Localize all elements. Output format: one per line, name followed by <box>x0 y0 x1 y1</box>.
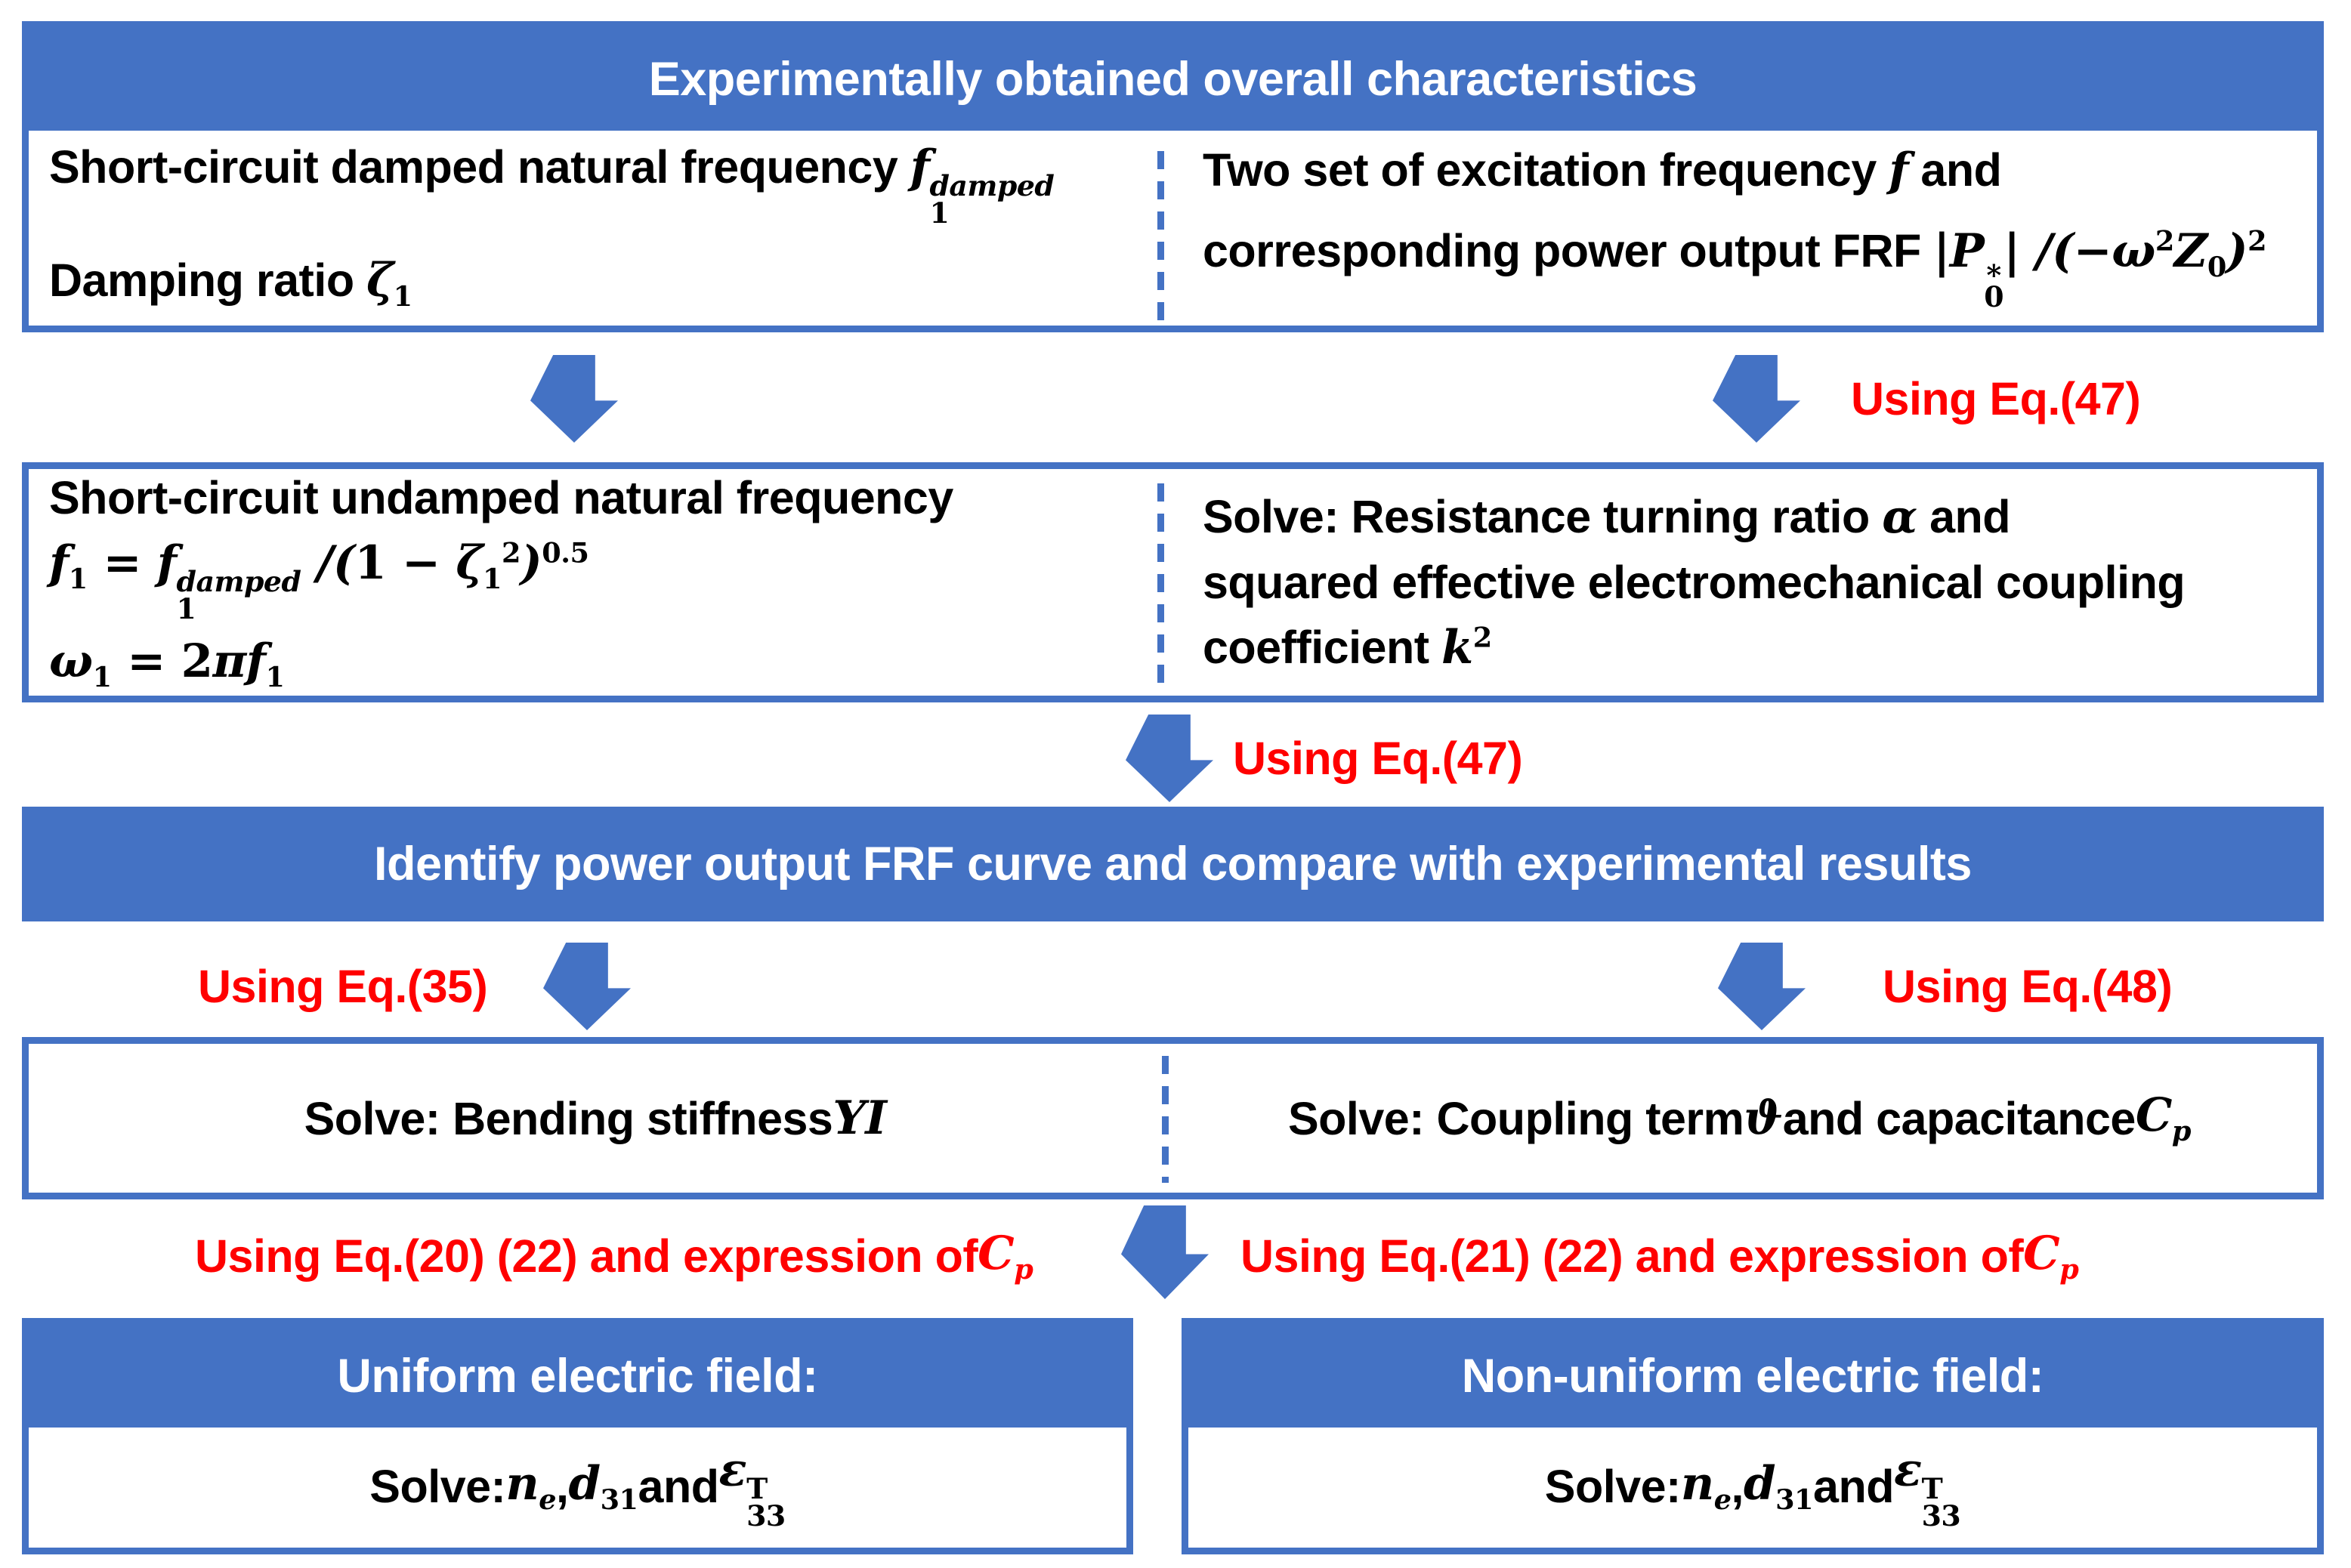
box-experimental-body: Short-circuit damped natural frequency f… <box>29 130 2317 324</box>
dashed-divider-box2 <box>1157 483 1164 686</box>
label-using-eq48: Using Eq.(48) <box>1883 961 2173 1012</box>
down-arrow-right-2-icon <box>1718 943 1806 1030</box>
dashed-divider-box3 <box>1162 1056 1169 1183</box>
label-using-eq47-mid: Using Eq.(47) <box>1233 733 1523 784</box>
box-experimental-header: Experimentally obtained overall characte… <box>28 27 2318 131</box>
box-undamped-body: Short-circuit undamped natural frequency… <box>29 469 2317 696</box>
undamped-frequency-text: Short-circuit undamped natural frequency <box>49 471 953 523</box>
down-arrow-right-1-icon <box>1713 355 1800 443</box>
solve-coupling-capacitance-text: Solve: Coupling term ϑ and capacitance C… <box>1287 1088 2192 1148</box>
label-using-eq35: Using Eq.(35) <box>198 961 488 1012</box>
damping-ratio-text: Damping ratio ζ1 <box>49 254 412 313</box>
box-nonuniform-header: Non-uniform electric field: <box>1188 1324 2318 1428</box>
box-solve-stiffness-coupling: Solve: Bending stiffness YI Solve: Coupl… <box>22 1037 2324 1199</box>
dashed-divider-box1 <box>1157 151 1164 325</box>
squared-coupling-text: squared effective electromechanical coup… <box>1203 557 2186 608</box>
down-arrow-center-1-icon <box>1126 715 1213 802</box>
box-uniform-field: Uniform electric field: Solve: ne, d31 a… <box>22 1318 1133 1554</box>
box-undamped-left-column: Short-circuit undamped natural frequency… <box>29 469 1157 696</box>
omega-formula: ω1 = 2πf1 <box>49 634 285 694</box>
down-arrow-left-2-icon <box>543 943 631 1030</box>
excitation-frequency-text: Two set of excitation frequency f and <box>1203 144 2002 198</box>
bar-identify-frf-title: Identify power output FRF curve and comp… <box>374 838 1972 890</box>
box-uniform-header: Uniform electric field: <box>28 1324 1127 1428</box>
label-using-eq47-top: Using Eq.(47) <box>1851 373 2141 424</box>
box-uniform-header-title: Uniform electric field: <box>337 1349 818 1403</box>
box-undamped-frequency: Short-circuit undamped natural frequency… <box>22 462 2324 702</box>
box-experimental-header-title: Experimentally obtained overall characte… <box>648 52 1698 106</box>
box-solve-body: Solve: Bending stiffness YI Solve: Coupl… <box>29 1044 2317 1193</box>
label-using-eq21-22: Using Eq.(21) (22) and expression of Cp <box>1240 1226 2079 1286</box>
coefficient-k2-text: coefficient k2 <box>1203 621 1492 674</box>
label-using-eq20-22: Using Eq.(20) (22) and expression of Cp <box>195 1226 1033 1286</box>
solve-bending-stiffness-text: Solve: Bending stiffness YI <box>304 1091 887 1145</box>
box-undamped-right-column: Solve: Resistance turning ratio α and sq… <box>1157 469 2317 696</box>
box-experimental-right-column: Two set of excitation frequency f and co… <box>1157 130 2317 324</box>
down-arrow-left-1-icon <box>530 355 618 443</box>
box-nonuniform-field: Non-uniform electric field: Solve: ne, d… <box>1182 1318 2324 1554</box>
box-experimental-left-column: Short-circuit damped natural frequency f… <box>29 130 1157 324</box>
bar-identify-frf: Identify power output FRF curve and comp… <box>22 807 2324 921</box>
power-output-frf-text: corresponding power output FRF |P∗0| /(−… <box>1203 224 2267 313</box>
box-nonuniform-header-title: Non-uniform electric field: <box>1461 1349 2044 1403</box>
damped-frequency-text: Short-circuit damped natural frequency f… <box>49 140 1055 230</box>
box-experimental-characteristics: Experimentally obtained overall characte… <box>22 21 2324 332</box>
down-arrow-center-2-icon <box>1121 1205 1209 1299</box>
solve-resistance-ratio-text: Solve: Resistance turning ratio α and <box>1203 490 2011 544</box>
